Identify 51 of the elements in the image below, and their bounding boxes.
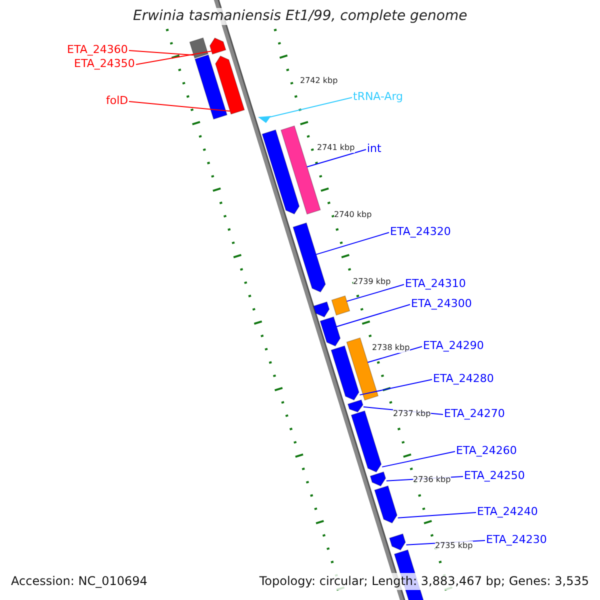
gene-block — [331, 295, 350, 316]
leader-line — [136, 50, 212, 65]
gene-block — [194, 54, 228, 120]
leader-line — [382, 451, 456, 468]
leader-line — [367, 346, 422, 363]
gene-label: ETA_24280 — [433, 372, 494, 385]
gene-block — [189, 37, 208, 59]
scale-label: 2741 kbp — [317, 143, 355, 153]
gene-label: ETA_24230 — [486, 533, 547, 546]
gene-label: ETA_24360 — [67, 43, 128, 56]
scale-label: 2738 kbp — [372, 343, 410, 353]
gene-label: ETA_24300 — [411, 297, 472, 310]
leader-line — [306, 149, 366, 168]
scale-label: 2736 kbp — [413, 475, 451, 485]
leader-line — [359, 379, 432, 396]
gene-label: int — [367, 142, 382, 155]
leader-line — [128, 101, 231, 112]
gene-block — [389, 533, 406, 550]
gene-label: folD — [106, 94, 128, 107]
gene-label: ETA_24290 — [423, 339, 484, 352]
scale-label: 2737 kbp — [393, 409, 431, 419]
leader-line — [316, 232, 390, 255]
leader-line — [397, 512, 476, 518]
scale-label: 2739 kbp — [353, 277, 391, 287]
leader-line — [270, 97, 352, 118]
gene-block — [347, 399, 364, 412]
gene-label: ETA_24240 — [477, 505, 538, 518]
genome-stats-text: Topology: circular; Length: 3,883,467 bp; Genes: 3,535 — [257, 573, 591, 590]
gene-label: ETA_24310 — [405, 277, 466, 290]
leader-line — [336, 304, 410, 328]
scale-label: 2735 kbp — [435, 541, 473, 551]
gene-label: ETA_24320 — [390, 225, 451, 238]
gene-block — [320, 316, 341, 346]
gene-label: ETA_24250 — [464, 469, 525, 482]
gene-label: tRNA-Arg — [353, 90, 404, 103]
gene-block — [330, 345, 360, 400]
accession-text: Accession: NC_010694 — [9, 573, 150, 590]
scale-label: 2742 kbp — [300, 76, 338, 86]
gene-block — [350, 410, 382, 472]
gene-block — [313, 301, 330, 318]
leader-line — [346, 284, 404, 302]
gene-block — [370, 471, 386, 486]
leader-line — [128, 50, 194, 56]
gene-block — [262, 129, 300, 214]
gene-block — [215, 56, 245, 115]
gene-label: ETA_24350 — [74, 57, 135, 70]
scale-label: 2740 kbp — [334, 210, 372, 220]
gene-label: ETA_24260 — [456, 444, 517, 457]
gene-label: ETA_24270 — [444, 407, 505, 420]
trna-marker — [258, 116, 271, 123]
gene-block — [292, 222, 326, 292]
